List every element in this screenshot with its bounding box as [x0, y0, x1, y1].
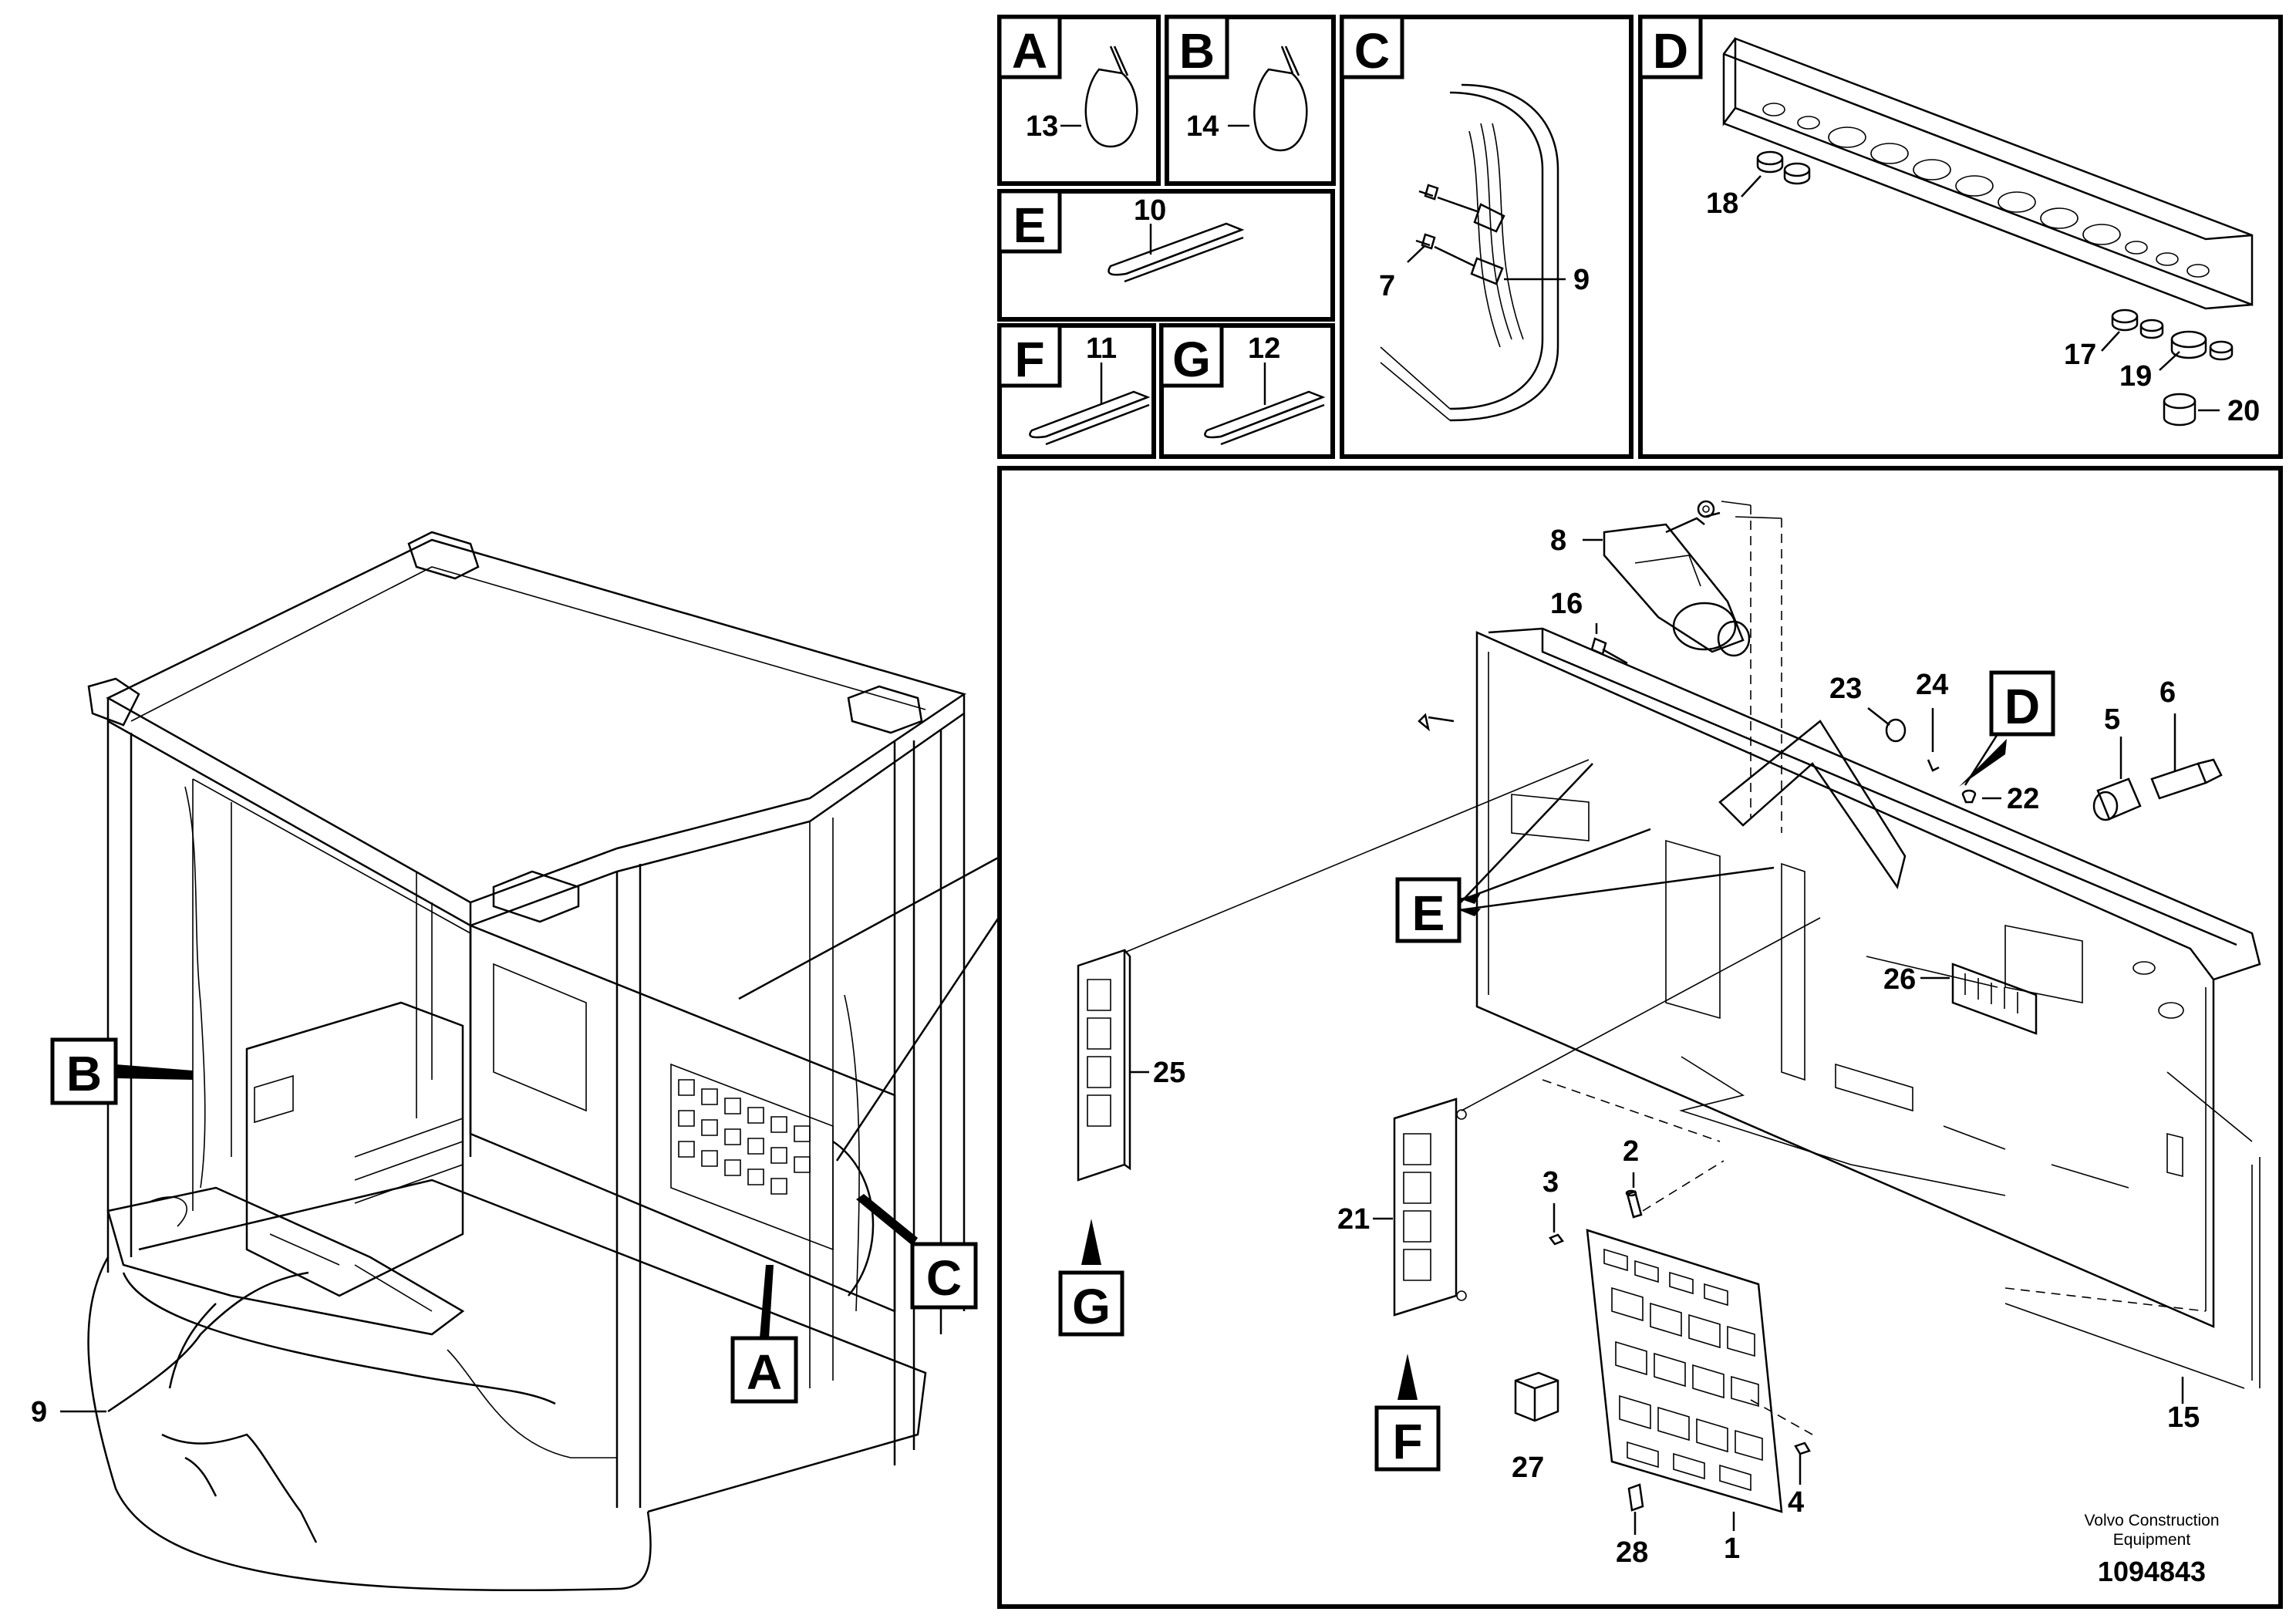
label-21: 21: [1337, 1203, 1370, 1236]
cap-20: [2163, 393, 2197, 427]
label-2: 2: [1623, 1135, 1639, 1168]
label-26: 26: [1883, 963, 1916, 996]
label-25: 25: [1153, 1057, 1185, 1089]
bushing-19: [2170, 330, 2207, 359]
label-13: 13: [1026, 110, 1058, 143]
label-9: 9: [31, 1396, 47, 1428]
cab-illustration: [87, 531, 966, 1592]
label-19: 19: [2119, 360, 2152, 393]
label-17: 17: [2064, 339, 2096, 371]
label-12: 12: [1248, 332, 1280, 365]
zoom-leader-upper: [738, 855, 1002, 1000]
relay-board-1: [1586, 1229, 1783, 1513]
clamp-lower: [1470, 257, 1504, 285]
panel-e-letter: E: [1013, 197, 1047, 253]
label-3: 3: [1542, 1166, 1559, 1199]
label-20: 20: [2227, 395, 2260, 427]
detail-panel-d: D 18: [1638, 15, 2283, 459]
fuse-28: [1627, 1483, 1644, 1512]
panel-c-letter: C: [1354, 23, 1390, 79]
panel-b-letter: B: [1179, 23, 1215, 79]
label-27: 27: [1512, 1452, 1544, 1484]
callout-b-cab-letter: B: [66, 1046, 102, 1101]
label-5: 5: [2104, 703, 2120, 736]
connector-5: [2092, 777, 2142, 821]
grommets-18: [1756, 150, 1811, 185]
cable-duct: [1722, 37, 2254, 310]
callout-g-main-letter: G: [1072, 1279, 1111, 1334]
label-18: 18: [1706, 187, 1738, 220]
callout-d-main: [1989, 670, 2055, 737]
label-7: 7: [1379, 270, 1395, 302]
label-28: 28: [1616, 1536, 1648, 1569]
detail-panel-a: A 13: [997, 15, 1161, 186]
zoom-leader-lower: [835, 913, 1003, 1162]
label-11: 11: [1086, 332, 1117, 365]
callout-a-cab: [730, 1336, 798, 1404]
panel-d-letter: D: [1653, 23, 1688, 79]
bracket-21: [1393, 1098, 1467, 1317]
connector-6: [2150, 758, 2223, 800]
exploded-view-frame: [997, 466, 2283, 1609]
callout-f-main-letter: F: [1392, 1414, 1422, 1469]
clamp-upper: [1473, 203, 1505, 233]
callout-c-cab: [910, 1242, 978, 1310]
bolt-7: [1418, 184, 1480, 214]
relay-27: [1514, 1371, 1559, 1422]
electrical-panel-assembly: [1475, 627, 2261, 1328]
label-24: 24: [1916, 669, 1948, 701]
label-10: 10: [1134, 194, 1166, 227]
credit-line-2: Equipment: [2113, 1531, 2191, 1549]
grommets-17: [2111, 309, 2234, 361]
cable-tie-14: [1253, 68, 1308, 152]
callout-f-main: [1374, 1405, 1441, 1472]
drawing-number: 1094843: [2098, 1556, 2206, 1587]
label-14: 14: [1186, 110, 1219, 143]
label-9-detail: 9: [1573, 264, 1590, 296]
label-6: 6: [2159, 676, 2176, 709]
callout-d-main-letter: D: [2004, 679, 2040, 734]
label-1: 1: [1724, 1533, 1740, 1565]
detail-panel-b: B 14: [1165, 15, 1336, 186]
edge-strip-11: [1029, 390, 1151, 439]
callout-a-cab-letter: A: [747, 1344, 782, 1400]
callout-g-main: [1058, 1270, 1124, 1337]
wiper-motor-8: [1603, 500, 1751, 657]
detail-panel-f: F 11: [997, 323, 1156, 459]
detail-panel-g: G 12: [1159, 323, 1335, 459]
bolt-16: [1590, 637, 1628, 665]
standoff-2: [1625, 1189, 1643, 1219]
panel-f-letter: F: [1014, 332, 1044, 387]
panel-g-letter: G: [1172, 332, 1211, 387]
edge-strip-10: [1108, 222, 1245, 276]
label-4: 4: [1788, 1486, 1804, 1519]
label-15: 15: [2167, 1401, 2200, 1434]
label-16: 16: [1550, 588, 1583, 620]
bracket-25: [1077, 949, 1131, 1182]
label-22: 22: [2007, 783, 2039, 815]
panel-a-letter: A: [1012, 23, 1047, 79]
callout-e-main-letter: E: [1412, 885, 1445, 941]
fuse-holder-26: [1951, 963, 2038, 1035]
label-8: 8: [1550, 524, 1566, 557]
label-23: 23: [1829, 673, 1862, 705]
edge-strip-12: [1204, 390, 1326, 439]
detail-panel-e: E 10: [997, 189, 1335, 322]
cable-tie-13: [1084, 68, 1138, 148]
credit-line-1: Volvo Construction: [2084, 1512, 2219, 1529]
callout-c-cab-letter: C: [926, 1250, 962, 1306]
detail-panel-c: C 7 9: [1340, 15, 1633, 459]
